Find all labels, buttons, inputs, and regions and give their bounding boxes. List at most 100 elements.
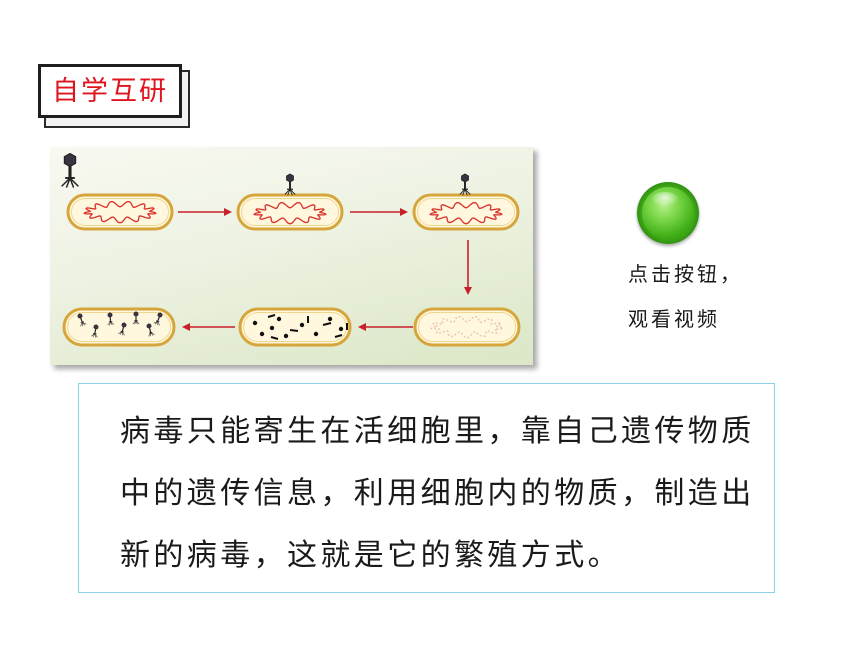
phage-tail-fiber (122, 331, 125, 336)
phage-tail-fiber (82, 322, 87, 325)
phage-tail (464, 181, 466, 190)
phage-tail-fiber (459, 188, 466, 195)
cell-wall (236, 193, 344, 231)
cell-membrane (67, 312, 171, 342)
phage-tail-fiber (148, 332, 151, 337)
phage-tail-fiber (69, 177, 79, 187)
phage-tail-fragment (267, 314, 276, 318)
section-label: 自学互研 (38, 64, 182, 118)
phage-tail-fiber (464, 188, 471, 195)
bacterium-cell-1 (66, 193, 174, 231)
phage-tail (121, 327, 124, 332)
phage-tail-fiber (462, 189, 466, 196)
bacterial-dna-3 (429, 201, 503, 225)
phage-tail (157, 316, 160, 322)
phage-tail-fiber (154, 321, 158, 325)
progeny-phage-icon (118, 322, 127, 336)
phage-tail-fiber (109, 321, 111, 326)
cell-wall (238, 307, 352, 347)
phage-tail-fiber (61, 177, 71, 187)
content-text: 病毒只能寄生在活细胞里，靠自己遗传物质 中的遗传信息，利用细胞内的物质，制造出 … (120, 401, 755, 587)
cell-membrane (241, 198, 339, 226)
arrow-head (358, 323, 366, 331)
phage-tail (80, 317, 83, 323)
phage-tail (149, 328, 152, 333)
phage-tail-fragment (334, 334, 343, 338)
phage-head-fragment (327, 316, 333, 322)
phage-tail-fiber (134, 320, 137, 325)
phage-tail-fiber (80, 322, 83, 327)
arrow-right-icon (350, 208, 408, 216)
phage-tail-fiber (150, 332, 152, 337)
arrow-head (400, 208, 408, 216)
arrow-head (182, 323, 190, 331)
play-button-highlight (652, 192, 678, 206)
degraded-dna (430, 315, 504, 339)
phage-head (133, 311, 139, 317)
cell-membrane (417, 198, 515, 226)
progeny-phage-icon (91, 324, 99, 338)
bacterium-cell-3 (412, 193, 520, 231)
phage-baseplate (148, 331, 153, 334)
phage-tail-fiber (289, 188, 296, 195)
phage-tail-fiber (94, 333, 98, 338)
phage-tail-fiber (157, 321, 160, 326)
phage-attached-icon (284, 173, 296, 196)
phage-tail-fragment (270, 336, 279, 340)
phage-tail-fiber (118, 331, 123, 334)
phage-head-fragment (252, 320, 258, 326)
phage-tail (135, 316, 137, 321)
phage-tail-fiber (287, 189, 291, 196)
phage-head (286, 173, 294, 183)
progeny-phage-icon (153, 312, 163, 326)
phage-tail (94, 329, 97, 334)
cell-membrane (71, 198, 169, 226)
content-line: 中的遗传信息，利用细胞内的物质，制造出 (120, 477, 755, 510)
phage-tail-fiber (119, 331, 123, 335)
cell-wall (413, 307, 521, 347)
phage-tail-fiber (153, 321, 158, 324)
bacterial-dna-1 (83, 200, 157, 224)
arrow-down-icon (464, 240, 472, 295)
bacterium-cell-4 (413, 307, 521, 347)
phage-head-fragment (269, 325, 275, 331)
phage-icon (61, 152, 79, 188)
section-label-text: 自学互研 (52, 75, 168, 106)
phage-head-fragment (313, 331, 319, 337)
phage-tail (68, 166, 72, 178)
phage-tail-fiber (82, 322, 83, 327)
phage-tail-fiber (150, 332, 155, 335)
phage-tail-fiber (132, 320, 137, 325)
content-line: 新的病毒，这就是它的繁殖方式。 (120, 539, 621, 572)
arrow-left-icon (358, 323, 413, 331)
phage-head-fragment (338, 326, 344, 332)
arrow-head (224, 208, 232, 216)
phage-head (63, 152, 77, 168)
arrow-head (464, 287, 472, 295)
progeny-phage-icon (146, 323, 155, 337)
phage-head-fragment (299, 322, 305, 328)
phage-tail (289, 181, 291, 190)
phage-head-fragment (276, 316, 282, 322)
phage-components (252, 314, 348, 340)
cell-membrane (418, 312, 516, 342)
phage-tail-fragment (289, 329, 299, 332)
phage-lytic-cycle-diagram (50, 147, 533, 365)
arrow-left-icon (182, 323, 235, 331)
play-video-button[interactable] (637, 182, 699, 244)
phage-head-fragment (283, 333, 289, 339)
video-caption-line1: 点击按钮， (628, 264, 743, 286)
bacterial-dna-2 (253, 201, 327, 225)
bacterium-cell-2 (236, 193, 344, 231)
phage-injecting-icon (459, 173, 471, 196)
phage-tail-fiber (110, 321, 115, 325)
phage-tail-fiber (65, 177, 71, 188)
arrow-right-icon (178, 208, 232, 216)
phage-tail-fragment (322, 322, 332, 326)
bacterium-cell-5 (238, 307, 352, 347)
phage-baseplate (120, 330, 125, 333)
content-line: 病毒只能寄生在活细胞里，靠自己遗传物质 (120, 415, 755, 448)
video-caption-line2: 观看视频 (628, 309, 720, 331)
phage-head-fragment (259, 331, 265, 337)
phage-tail (109, 317, 112, 322)
